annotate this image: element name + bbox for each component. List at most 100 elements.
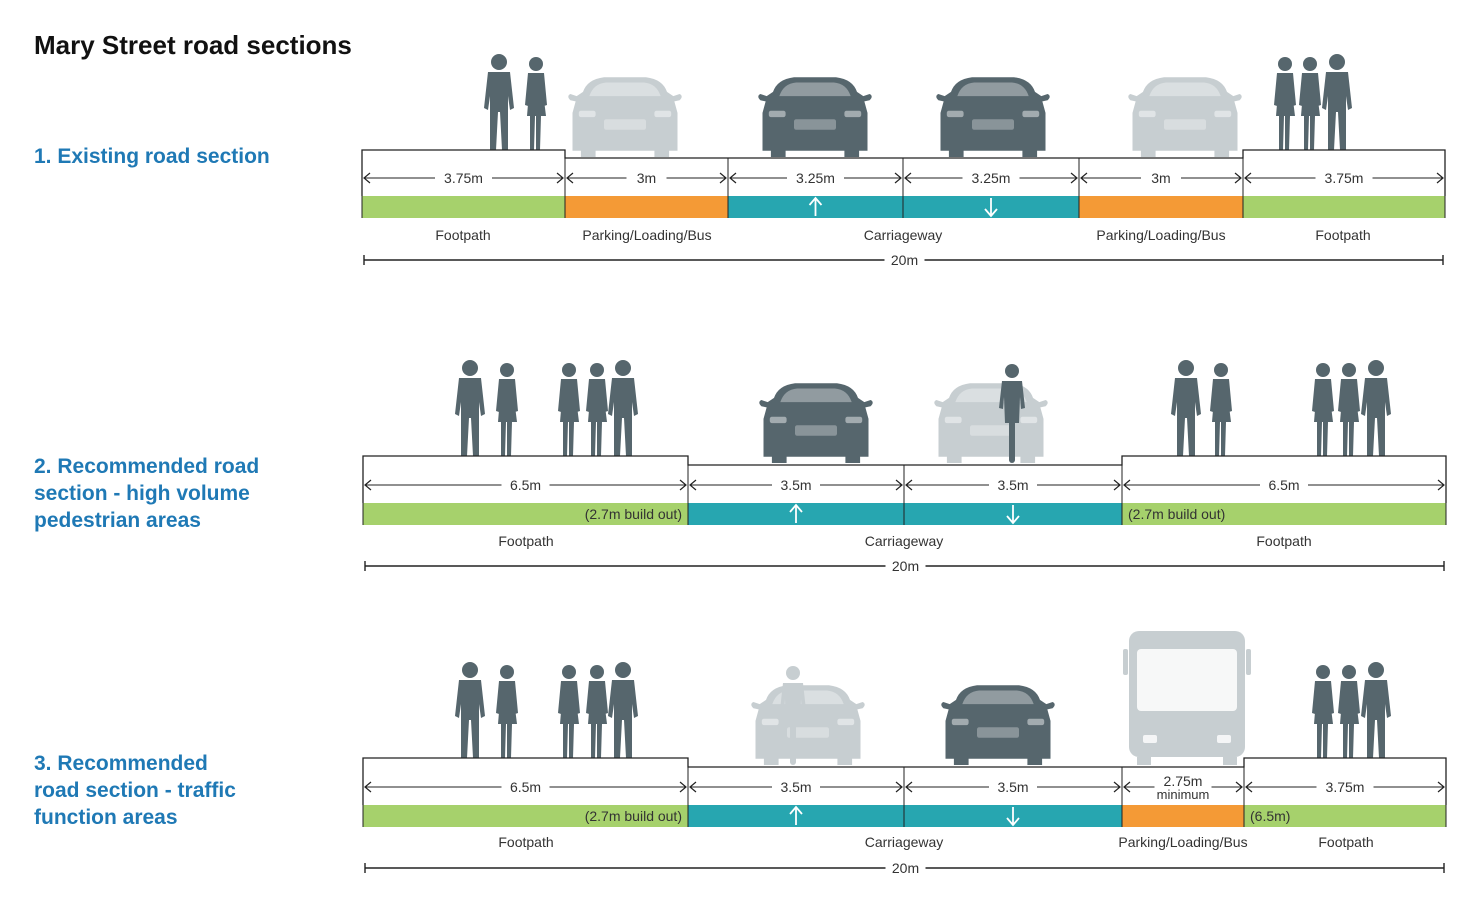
zone-width-sub-label: minimum: [1157, 787, 1210, 802]
pedestrian-icon: [1274, 57, 1296, 150]
car-icon: [759, 383, 873, 463]
zone-bar-footpath-right: [1243, 196, 1445, 218]
pedestrian-icon: [496, 363, 518, 456]
dimension-arrowhead: [905, 479, 913, 491]
zone-bar-footpath-left: [363, 805, 688, 827]
dimension-arrowhead: [1436, 172, 1444, 184]
zone-label: Parking/Loading/Bus: [1096, 227, 1225, 243]
section-1-label: 1. Existing road section: [34, 143, 270, 170]
build-out-note: (2.7m build out): [585, 808, 682, 824]
dimension-arrowhead: [895, 781, 903, 793]
pedestrian-icon: [455, 360, 485, 456]
direction-arrow-up: [808, 196, 823, 206]
dimension-arrowhead: [1123, 781, 1131, 793]
pedestrian-icon: [1338, 363, 1360, 456]
zone-label: Parking/Loading/Bus: [1118, 834, 1247, 850]
dimension-arrowhead: [1113, 781, 1121, 793]
zone-width-label: 3.5m: [780, 779, 811, 795]
carriageway-label: Carriageway: [865, 533, 944, 549]
zone-label: Footpath: [498, 533, 553, 549]
section-1-label-line: 1. Existing road section: [34, 145, 270, 168]
zone-width-label: 6.5m: [510, 477, 541, 493]
section-2-label-line: section - high volume: [34, 482, 250, 505]
car-icon: [936, 77, 1050, 157]
dimension-arrowhead: [689, 781, 697, 793]
dimension-arrowhead: [556, 172, 564, 184]
zone-width-label: 6.5m: [510, 779, 541, 795]
section-2-label: 2. Recommended road section - high volum…: [34, 453, 259, 534]
zone-width-label: 3.5m: [780, 477, 811, 493]
pedestrian-icon: [586, 363, 608, 456]
dimension-arrowhead: [904, 172, 912, 184]
zone-bar-footpath-left: [363, 503, 688, 525]
dimension-arrowhead: [679, 479, 687, 491]
dimension-arrowhead: [1070, 172, 1078, 184]
dimension-arrowhead: [1244, 172, 1252, 184]
dimension-arrowhead: [566, 172, 574, 184]
section-3-label-line: function areas: [34, 806, 178, 829]
page-title: Mary Street road sections: [34, 30, 352, 60]
pedestrian-icon: [484, 54, 514, 150]
direction-arrow-down: [984, 208, 998, 218]
dimension-arrowhead: [905, 781, 913, 793]
zone-bar-footpath-right: [1122, 503, 1446, 525]
zone-width-label: 3.5m: [997, 477, 1028, 493]
car-icon: [758, 77, 872, 157]
zone-bar-parking-left: [565, 196, 728, 218]
zone-label: Footpath: [1315, 227, 1370, 243]
zone-bar-parking: [1122, 805, 1244, 827]
dimension-arrowhead: [364, 781, 372, 793]
zone-width-label: 6.5m: [1268, 477, 1299, 493]
total-width-label: 20m: [892, 860, 919, 876]
section-3-label-line: 3. Recommended: [34, 752, 208, 775]
carriageway-label: Carriageway: [864, 227, 943, 243]
build-out-note: (2.7m build out): [585, 506, 682, 522]
dimension-arrowhead: [1235, 781, 1243, 793]
zone-width-label: 3.75m: [1325, 170, 1364, 186]
pedestrian-icon: [496, 665, 518, 758]
pedestrian-icon: [525, 57, 547, 150]
dimension-arrowhead: [679, 781, 687, 793]
bus-icon: [1123, 631, 1251, 765]
zone-label: Footpath: [1318, 834, 1373, 850]
pedestrian-icon: [1361, 662, 1391, 758]
section-3-label: 3. Recommended road section - traffic fu…: [34, 750, 236, 831]
pedestrian-icon: [1312, 363, 1334, 456]
dimension-arrowhead: [895, 479, 903, 491]
zone-bar-footpath: [362, 196, 565, 218]
dimension-arrowhead: [1080, 172, 1088, 184]
direction-arrow-down: [1006, 515, 1020, 525]
car-icon: [941, 685, 1055, 765]
pedestrian-icon: [586, 665, 608, 758]
direction-arrow-down: [1006, 817, 1020, 827]
zone-width-label: 3.25m: [972, 170, 1011, 186]
pedestrian-icon: [1322, 54, 1352, 150]
dimension-arrowhead: [1437, 479, 1445, 491]
section-2-label-line: pedestrian areas: [34, 509, 201, 532]
pedestrian-icon: [1299, 57, 1321, 150]
dimension-arrowhead: [729, 172, 737, 184]
build-out-note: (2.7m build out): [1128, 506, 1225, 522]
direction-arrow-up: [789, 503, 803, 513]
zone-width-label: 2.75m: [1164, 773, 1203, 789]
total-width-label: 20m: [892, 558, 919, 574]
dimension-arrowhead: [1437, 781, 1445, 793]
zone-width-label: 3.25m: [796, 170, 835, 186]
direction-arrow-up: [789, 805, 803, 815]
dimension-arrowhead: [689, 479, 697, 491]
background-car-icon: [934, 383, 1048, 463]
pedestrian-icon: [455, 662, 485, 758]
parked-car-icon: [1128, 77, 1242, 157]
section-outline: [362, 757, 1447, 805]
zone-width-label: 3m: [637, 170, 656, 186]
pedestrian-icon: [1171, 360, 1201, 456]
build-out-note: (6.5m): [1250, 808, 1290, 824]
zone-bar-footpath-right: [1244, 805, 1446, 827]
dimension-arrowhead: [1234, 172, 1242, 184]
carriageway-label: Carriageway: [865, 834, 944, 850]
pedestrian-icon: [1361, 360, 1391, 456]
dimension-arrowhead: [1113, 479, 1121, 491]
dimension-arrowhead: [364, 479, 372, 491]
zone-width-label: 3m: [1151, 170, 1170, 186]
